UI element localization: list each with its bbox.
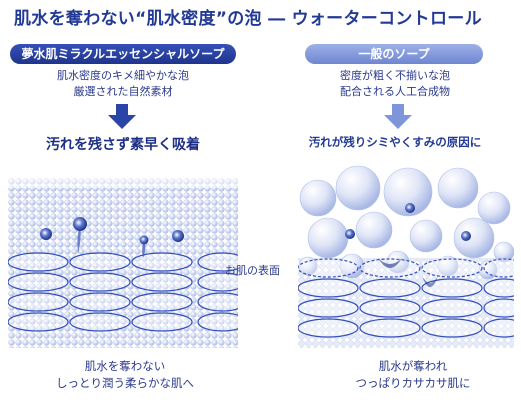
- general-soap-description: 密度が粗く不揃いな泡 配合される人工合成物: [290, 68, 500, 100]
- product-headline: 汚れを残さず素早く吸着: [46, 137, 200, 153]
- general-soap-badge: 一般のソープ: [305, 44, 483, 64]
- coarse-foam-skin-illustration: [298, 165, 514, 348]
- page-title: 肌水を奪わない“肌水密度”の泡 ― ウォーターコントロール: [14, 9, 482, 29]
- product-description: 肌水密度のキメ細やかな泡 厳選された自然素材: [10, 68, 236, 100]
- general-caption-line1: 肌水が奪われ: [378, 359, 448, 373]
- general-soap-headline: 汚れが残りシミやくすみの原因に: [308, 135, 482, 149]
- left-down-arrow-icon: [108, 104, 136, 129]
- general-desc-line1: 密度が粗く不揃いな泡: [340, 69, 450, 82]
- general-soap-result-caption: 肌水が奪われ つっぱりカサカサ肌に: [318, 358, 508, 392]
- right-down-arrow-icon: [384, 104, 412, 129]
- general-caption-line2: つっぱりカサカサ肌に: [355, 376, 471, 390]
- general-desc-line2: 配合される人工合成物: [340, 85, 450, 98]
- product-desc-line2: 厳選された自然素材: [73, 85, 173, 98]
- product-result-caption: 肌水を奪わない しっとり潤う柔らかな肌へ: [30, 358, 220, 392]
- skin-surface-label: お肌の表面: [225, 264, 280, 277]
- product-caption-line1: 肌水を奪わない: [84, 359, 166, 373]
- product-badge: 夢水肌ミラクルエッセンシャルソープ: [10, 44, 236, 64]
- product-desc-line1: 肌水密度のキメ細やかな泡: [57, 69, 189, 82]
- fine-foam-skin-illustration: [8, 178, 238, 348]
- product-caption-line2: しっとり潤う柔らかな肌へ: [56, 376, 194, 390]
